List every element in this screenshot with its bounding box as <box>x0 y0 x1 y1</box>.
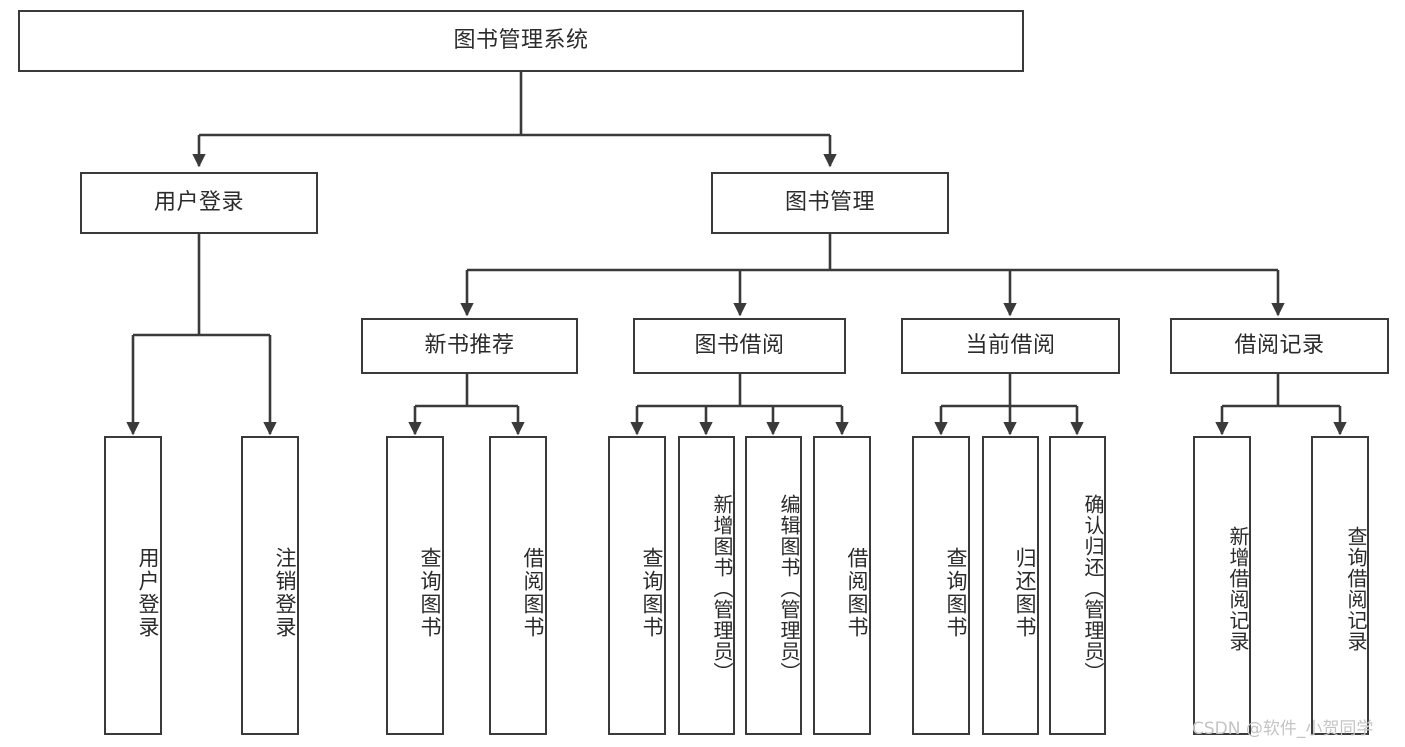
node-new-book-recommend[interactable]: 新书推荐 <box>361 318 578 374</box>
node-borrow-record-label: 借阅记录 <box>1234 333 1325 359</box>
node-leaf-confirm-return-admin-label: 确认归还（管理员） <box>1081 494 1105 683</box>
node-leaf-query-book-current[interactable]: 查询图书 <box>912 436 970 735</box>
node-leaf-query-book-recommend-label: 查询图书 <box>418 546 442 639</box>
node-leaf-add-book-admin-label: 新增图书（管理员） <box>710 494 734 683</box>
node-leaf-user-logout-label: 注销登录 <box>273 546 297 639</box>
node-leaf-add-borrow-record-label: 新增借阅记录 <box>1226 525 1250 652</box>
node-root[interactable]: 图书管理系统 <box>18 10 1024 72</box>
node-leaf-return-book[interactable]: 归还图书 <box>982 436 1039 735</box>
node-leaf-query-book-borrow-label: 查询图书 <box>640 546 664 639</box>
node-leaf-user-logout[interactable]: 注销登录 <box>241 436 299 735</box>
node-current-borrow[interactable]: 当前借阅 <box>901 318 1120 374</box>
node-user-login-label: 用户登录 <box>153 190 244 216</box>
node-leaf-query-book-recommend[interactable]: 查询图书 <box>386 436 444 735</box>
node-current-borrow-label: 当前借阅 <box>965 333 1056 359</box>
node-leaf-borrow-book[interactable]: 借阅图书 <box>813 436 871 735</box>
node-leaf-query-book-current-label: 查询图书 <box>944 546 968 639</box>
node-user-login[interactable]: 用户登录 <box>80 172 318 234</box>
node-book-management-label: 图书管理 <box>784 190 875 216</box>
node-leaf-edit-book-admin[interactable]: 编辑图书（管理员） <box>745 436 802 735</box>
node-leaf-borrow-book-label: 借阅图书 <box>845 546 869 639</box>
node-borrow-record[interactable]: 借阅记录 <box>1170 318 1389 374</box>
node-leaf-confirm-return-admin[interactable]: 确认归还（管理员） <box>1049 436 1106 735</box>
node-leaf-borrow-book-recommend-label: 借阅图书 <box>521 546 545 639</box>
node-leaf-return-book-label: 归还图书 <box>1013 546 1037 639</box>
node-leaf-borrow-book-recommend[interactable]: 借阅图书 <box>489 436 547 735</box>
node-book-borrow-label: 图书借阅 <box>694 333 785 359</box>
node-leaf-add-borrow-record[interactable]: 新增借阅记录 <box>1193 436 1251 735</box>
node-leaf-query-borrow-record-label: 查询借阅记录 <box>1344 525 1368 652</box>
node-book-management[interactable]: 图书管理 <box>711 172 949 234</box>
node-leaf-query-borrow-record[interactable]: 查询借阅记录 <box>1311 436 1369 735</box>
watermark: CSDN @软件_小贺同学 <box>1192 719 1374 739</box>
node-leaf-add-book-admin[interactable]: 新增图书（管理员） <box>678 436 735 735</box>
node-leaf-user-login[interactable]: 用户登录 <box>104 436 162 735</box>
node-new-book-recommend-label: 新书推荐 <box>424 333 515 359</box>
node-root-label: 图书管理系统 <box>453 28 589 54</box>
node-leaf-user-login-label: 用户登录 <box>136 546 160 639</box>
node-leaf-query-book-borrow[interactable]: 查询图书 <box>608 436 666 735</box>
node-book-borrow[interactable]: 图书借阅 <box>633 318 846 374</box>
node-leaf-edit-book-admin-label: 编辑图书（管理员） <box>777 494 801 683</box>
